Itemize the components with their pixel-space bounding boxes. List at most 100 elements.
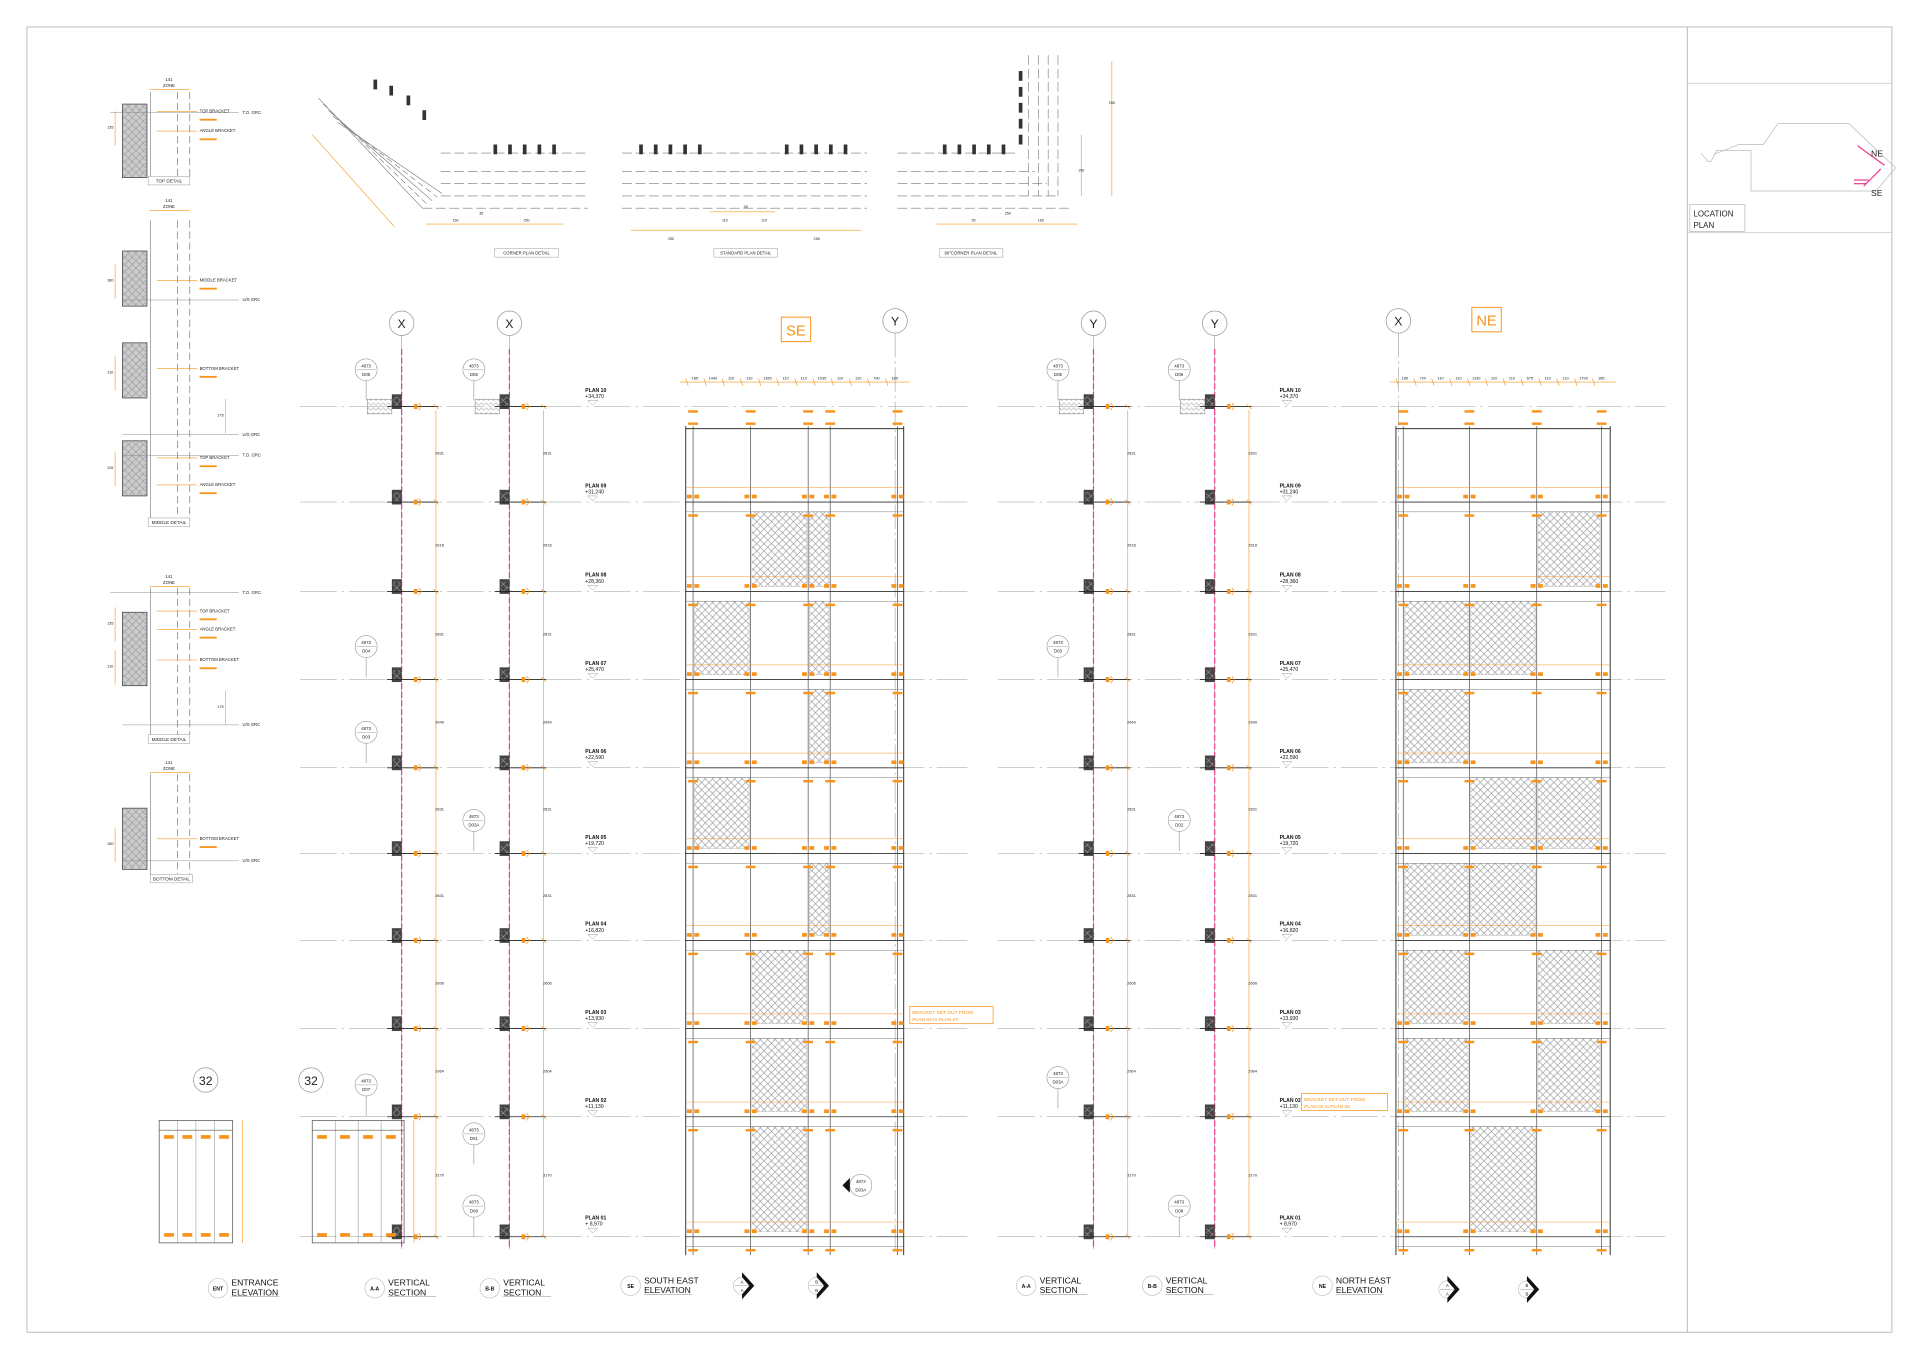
- detail-dimension: 175: [217, 412, 224, 417]
- view-title-tag: A-A: [1022, 1284, 1031, 1290]
- callout-detail: D07: [362, 1087, 371, 1092]
- view-title-bubble[interactable]: [479, 1278, 500, 1299]
- detail-label: T.O. GRC: [242, 590, 260, 595]
- view-title-bubble[interactable]: [207, 1278, 229, 1299]
- level-elevation: +13,930: [1280, 1016, 1299, 1022]
- section-dimension: 2831: [543, 807, 552, 812]
- callout-reference: 4873: [856, 1179, 866, 1184]
- detail-label: BOTTOM BRACKET: [200, 836, 240, 841]
- section-dimension: 3170: [1248, 1173, 1258, 1178]
- level-name: PLAN 09: [585, 483, 606, 489]
- sheet-frame: [26, 26, 1893, 1333]
- level-elevation: +19,720: [585, 841, 604, 847]
- level-elevation: +25,470: [1280, 667, 1299, 673]
- plan-dimension: 150: [1078, 168, 1084, 172]
- level-elevation: +34,370: [585, 394, 604, 400]
- note-text: BRACKET SET OUT FROM: [912, 1010, 973, 1016]
- plan-dimension: 250: [668, 237, 674, 241]
- plan-dimension: 35: [479, 211, 483, 215]
- detail-caption: MIDDLE DETAIL: [152, 737, 187, 742]
- level-elevation: +16,820: [1280, 928, 1299, 934]
- detail-label: MIDDLE BRACKET: [200, 278, 238, 283]
- grid-bubble-label: Y: [1211, 317, 1219, 331]
- level-name: PLAN 10: [1280, 388, 1301, 394]
- level-elevation: +31,240: [585, 489, 604, 495]
- view-title-bubble[interactable]: [364, 1278, 385, 1299]
- callout-reference: 4873: [361, 726, 371, 731]
- section-dimension: 2618: [435, 543, 444, 548]
- plan-dimension: 110: [722, 219, 728, 223]
- section-arrow-icon: [1526, 1275, 1540, 1303]
- callout-reference: 4873: [469, 363, 479, 368]
- section-dimension: 2649: [435, 720, 444, 725]
- view-title-bubble[interactable]: [1016, 1275, 1037, 1296]
- plan-dimension: 250: [523, 219, 529, 223]
- level-name: PLAN 06: [1280, 749, 1301, 755]
- section-b-b-ne: 2831261828312649283128312606296431704873…: [1167, 348, 1258, 1249]
- level-name: PLAN 08: [585, 573, 606, 579]
- grid-bubble[interactable]: [298, 1067, 324, 1093]
- level-marker-icon: [1281, 585, 1293, 591]
- section-dimension: 2649: [1248, 720, 1257, 725]
- section-dimension: 2618: [543, 543, 552, 548]
- view-title-bubble[interactable]: [1142, 1275, 1163, 1296]
- section-dimension: 2964: [435, 1069, 445, 1074]
- detail-label: BOTTOM BRACKET: [200, 366, 240, 371]
- callout-detail: D03: [1054, 649, 1063, 654]
- detail-label: T.O. GRC: [242, 453, 260, 458]
- level-marker-icon: [587, 495, 599, 502]
- section-marker: AA: [1438, 1275, 1460, 1303]
- view-title-bubble[interactable]: [620, 1275, 641, 1296]
- detail-label: ANGLE BRACKET: [200, 128, 236, 133]
- detail-callout-bubble[interactable]: [849, 1173, 873, 1197]
- detail-label: BOTTOM BRACKET: [200, 657, 240, 662]
- callout-detail: D08: [470, 1208, 479, 1213]
- level-marker-icon: [587, 585, 599, 591]
- grid-bubble-label: Y: [1089, 317, 1097, 331]
- plan-dimension: 160: [452, 219, 458, 223]
- section-b-b: 2831261828312649283128312606296431704873…: [462, 348, 553, 1249]
- section-arrow-icon: [1447, 1275, 1460, 1303]
- level-elevation: + 8,970: [585, 1222, 602, 1228]
- view-title-bubble[interactable]: [1312, 1275, 1333, 1296]
- level-marker-icon: [1281, 1227, 1293, 1234]
- callout-detail: D01: [470, 1136, 479, 1141]
- section-dimension: 2831: [1127, 893, 1136, 898]
- section-dimension: 2606: [1248, 980, 1257, 985]
- elevation-top-dimension: 110: [1509, 376, 1516, 381]
- callout-reference: 4873: [1053, 363, 1063, 368]
- view-title-tag: B-B: [485, 1287, 494, 1293]
- elevation-tag: SE: [780, 316, 812, 343]
- level-name: PLAN 06: [585, 749, 606, 755]
- view-title-line2: SECTION: [1040, 1285, 1078, 1295]
- elevation-top-dimension: 110: [1455, 376, 1462, 381]
- section-dimension: 2831: [1248, 632, 1257, 637]
- level-elevation: +25,470: [585, 667, 604, 673]
- level-marker-icon: [1281, 934, 1293, 940]
- section-dimension: 2831: [1248, 450, 1257, 455]
- detail-label: U/S GRC: [242, 858, 260, 863]
- section-dimension: 2831: [1127, 807, 1136, 812]
- section-marker: BB: [807, 1272, 829, 1300]
- level-marker-icon: [587, 1110, 599, 1116]
- plan-dimension: 35: [744, 205, 748, 209]
- level-name: PLAN 01: [1280, 1216, 1301, 1222]
- grid-bubble[interactable]: [193, 1067, 219, 1093]
- view-title-line1: ENTRANCE: [231, 1278, 278, 1288]
- level-marker-icon: [587, 934, 599, 940]
- detail-dimension: 110: [107, 369, 114, 374]
- section-dimension: 2649: [543, 720, 552, 725]
- section-dimension: 3170: [1127, 1173, 1137, 1178]
- view-title-line1: NORTH EAST: [1336, 1275, 1392, 1285]
- level-marker-icon: [1281, 761, 1293, 767]
- location-plan-title: LOCATION: [1693, 210, 1733, 219]
